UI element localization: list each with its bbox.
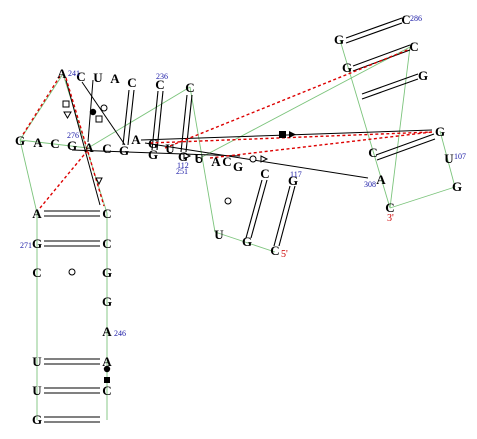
- nucleotide: A: [131, 132, 141, 147]
- nucleotide: C: [50, 136, 59, 151]
- tertiary-interaction-lines: [21, 48, 433, 209]
- nucleotide: G: [148, 147, 158, 162]
- five-prime-end-label: 5': [281, 249, 288, 260]
- nucleotide: C: [270, 243, 279, 258]
- nucleotide: A: [102, 324, 112, 339]
- noncanonical-lines: [65, 79, 433, 206]
- nucleotide: A: [32, 206, 42, 221]
- open-circle-symbol: [100, 104, 108, 112]
- nucleotide: U: [32, 354, 42, 369]
- backbone-lines: [19, 39, 456, 420]
- nucleotide: A: [376, 172, 386, 187]
- open-circle-symbol: [224, 197, 232, 205]
- filled-circle-symbol: [103, 365, 111, 373]
- filled-square-symbol: [279, 131, 286, 138]
- nucleotide: G: [242, 234, 252, 249]
- nucleotide: C: [102, 383, 111, 398]
- residue-number: 117: [290, 170, 302, 179]
- nucleotide: G: [288, 173, 298, 188]
- nucleotide: A: [57, 66, 67, 81]
- nucleotide: G: [418, 68, 428, 83]
- open-circle-symbol: [249, 155, 257, 163]
- nucleotide: A: [33, 135, 43, 150]
- nucleotide: C: [185, 80, 194, 95]
- nucleotide: C: [409, 39, 418, 54]
- nucleotide: G: [119, 143, 129, 158]
- nucleotide: U: [93, 70, 103, 85]
- residue-number: 251: [176, 167, 188, 176]
- nucleotide: A: [110, 71, 120, 86]
- filled-square-symbol: [104, 377, 110, 383]
- residue-number: 107: [454, 152, 466, 161]
- residue-number: 112: [177, 161, 189, 170]
- nucleotide: C: [155, 77, 164, 92]
- nucleotide: C: [222, 154, 231, 169]
- nucleotide: C: [32, 265, 41, 280]
- nucleotide: U: [444, 151, 454, 166]
- open-triangle-symbol: [95, 177, 103, 186]
- residue-number: 271: [20, 241, 32, 250]
- open-circle-symbol: [68, 268, 76, 276]
- open-square-symbol: [62, 100, 70, 108]
- nucleotide-labels: G C C G G A C U A C C C G A C G A C G A …: [15, 12, 462, 427]
- nucleotide: G: [15, 133, 25, 148]
- interaction-symbols: [62, 100, 296, 383]
- residue-number: 241: [68, 69, 80, 78]
- nucleotide: G: [102, 265, 112, 280]
- nucleotide: G: [67, 138, 77, 153]
- residue-number: 246: [114, 329, 126, 338]
- residue-number: 236: [156, 72, 168, 81]
- filled-triangle-symbol: [289, 131, 296, 138]
- nucleotide: G: [32, 236, 42, 251]
- nucleotide: A: [84, 140, 94, 155]
- open-square-symbol: [95, 115, 103, 123]
- nucleotide: G: [233, 159, 243, 174]
- nucleotide: C: [102, 206, 111, 221]
- nucleotide: G: [334, 32, 344, 47]
- nucleotide: C: [385, 200, 394, 215]
- nucleotide: C: [368, 145, 377, 160]
- open-triangle-symbol: [260, 155, 269, 163]
- nucleotide: C: [260, 166, 269, 181]
- nucleotide: G: [342, 60, 352, 75]
- nucleotide: C: [401, 12, 410, 27]
- residue-number: 286: [410, 14, 422, 23]
- nucleotide: A: [211, 154, 221, 169]
- nucleotide: A: [102, 354, 112, 369]
- nucleotide: G: [102, 294, 112, 309]
- nucleotide: U: [32, 383, 42, 398]
- nucleotide: U: [194, 151, 204, 166]
- nucleotide: C: [76, 69, 85, 84]
- open-triangle-symbol: [183, 152, 192, 160]
- chain-ends: 3' 5': [281, 213, 394, 260]
- open-circle-symbol: [196, 157, 202, 163]
- nucleotide: G: [32, 412, 42, 427]
- nucleotide: G: [452, 179, 462, 194]
- nucleotide: G: [178, 149, 188, 164]
- three-prime-end-label: 3': [387, 213, 394, 224]
- residue-numbers: 286 241 236 276 112 251 117 107 308 271 …: [20, 14, 466, 338]
- open-triangle-symbol: [63, 111, 72, 119]
- filled-circle-symbol: [89, 108, 97, 116]
- residue-number: 308: [364, 180, 376, 189]
- residue-number: 276: [67, 131, 79, 140]
- nucleotide: U: [214, 227, 224, 242]
- nucleotide: G: [435, 124, 445, 139]
- nucleotide: U: [165, 141, 175, 156]
- nucleotide: G: [148, 136, 158, 151]
- nucleotide: C: [102, 141, 111, 156]
- nucleotide: C: [127, 75, 136, 90]
- nucleotide: C: [102, 236, 111, 251]
